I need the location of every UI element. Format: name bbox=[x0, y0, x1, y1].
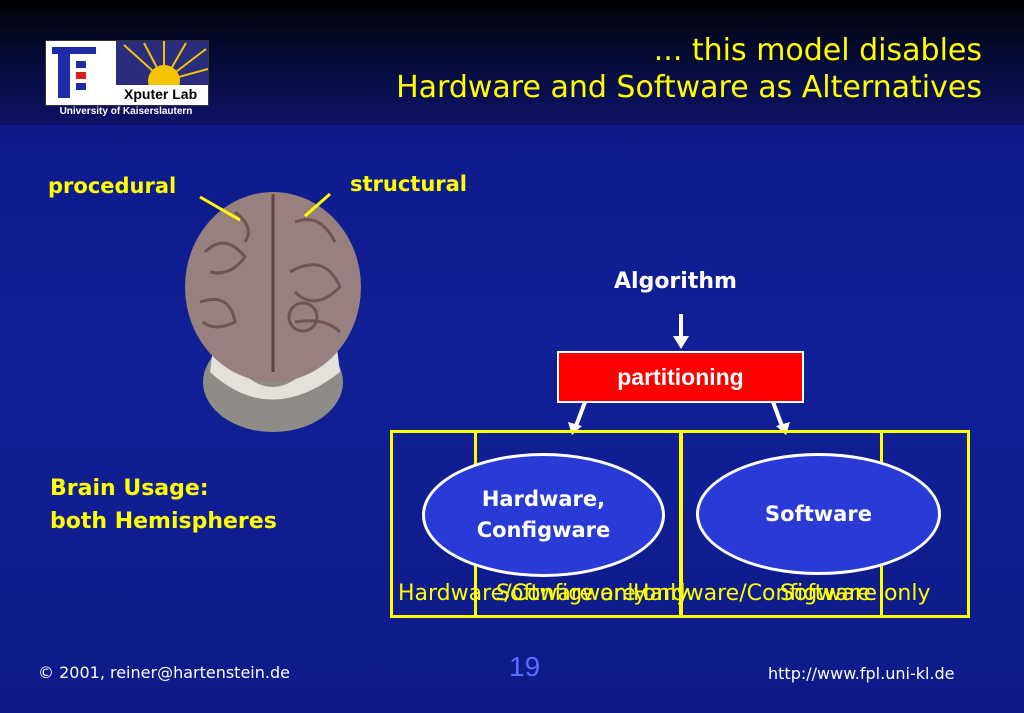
label-hw-cw-only: Hardware/Configware only bbox=[398, 581, 690, 606]
logo-caption: University of Kaiserslautern bbox=[59, 106, 193, 117]
footer-copyright: © 2001, reiner@hartenstein.de bbox=[38, 663, 290, 682]
brain-image bbox=[185, 192, 361, 432]
label-sw-only-right: Software only bbox=[780, 581, 931, 606]
brain-pointer-lines bbox=[199, 192, 331, 222]
page-number: 19 bbox=[509, 651, 541, 682]
partitioning-box: partitioning bbox=[557, 351, 804, 403]
node-sw-label: Software bbox=[765, 501, 872, 526]
node-software: Software bbox=[696, 453, 941, 575]
arrow-down-icon bbox=[673, 314, 689, 349]
algorithm-label: Algorithm bbox=[614, 269, 737, 294]
node-hw-line-2: Configware bbox=[476, 518, 611, 542]
node-hw-line-1: Hardware, bbox=[481, 487, 606, 511]
title-line-1: ... this model disables bbox=[653, 33, 982, 68]
label-procedural: procedural bbox=[48, 174, 177, 198]
copyright-text: 2001, reiner@hartenstein.de bbox=[59, 663, 290, 682]
logo-graphic bbox=[46, 41, 209, 105]
brain-usage-text: Brain Usage: both Hemispheres bbox=[50, 472, 277, 538]
label-sw-only-left: Software only bbox=[496, 581, 647, 606]
label-hw-cw: Hardware/Configware bbox=[633, 581, 871, 606]
brain-usage-line-2: both Hemispheres bbox=[50, 509, 277, 534]
xputer-lab-logo: Xputer Lab bbox=[45, 40, 209, 106]
logo-lab-text: Xputer Lab bbox=[124, 86, 198, 102]
footer-url[interactable]: http://www.fpl.uni-kl.de bbox=[768, 664, 955, 683]
label-structural: structural bbox=[350, 172, 468, 196]
slide-title: ... this model disables Hardware and Sof… bbox=[396, 32, 982, 106]
title-line-2: Hardware and Software as Alternatives bbox=[396, 70, 982, 105]
node-hardware-configware: Hardware, Configware bbox=[422, 453, 665, 577]
copyright-icon: © bbox=[38, 663, 54, 682]
brain-usage-line-1: Brain Usage: bbox=[50, 476, 209, 501]
